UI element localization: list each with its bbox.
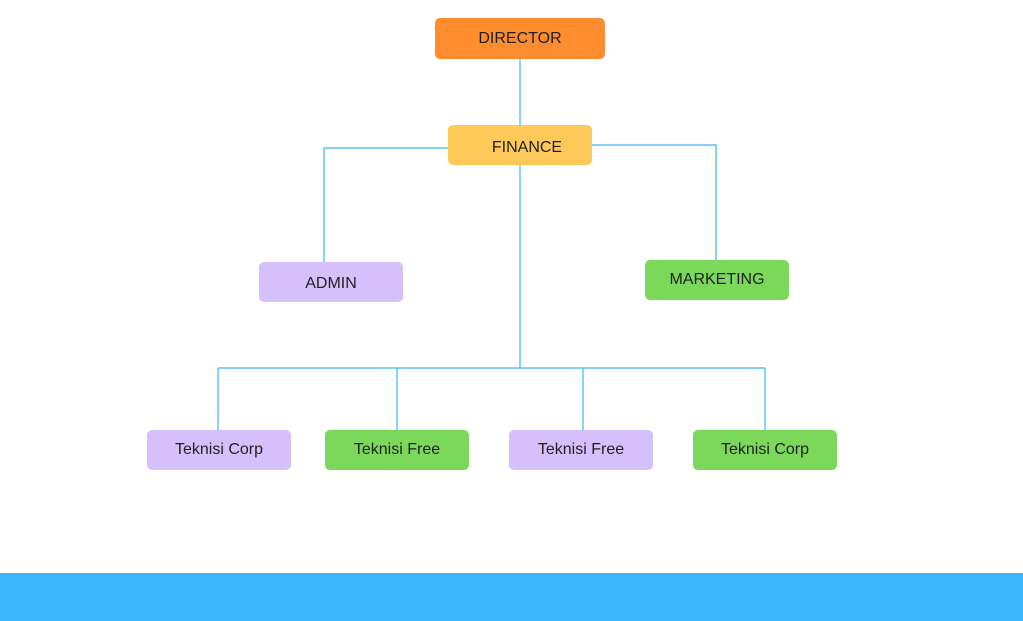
connector-finance-marketing	[592, 144, 717, 260]
connector-finance-admin	[323, 147, 448, 262]
teknisi-free-label: Teknisi Free	[537, 441, 625, 458]
finance-label: FINANCE	[491, 139, 563, 156]
director-node: DIRECTOR	[435, 18, 605, 59]
teknisi-corp-label: Teknisi Corp	[720, 441, 810, 458]
teknisi-free-node: Teknisi Free	[509, 430, 653, 470]
footer-bar	[0, 573, 1023, 621]
admin-label: ADMIN	[305, 275, 357, 292]
marketing-label: MARKETING	[669, 271, 765, 288]
admin-node: ADMIN	[259, 262, 403, 302]
marketing-node: MARKETING	[645, 260, 789, 300]
teknisi-corp-node: Teknisi Corp	[147, 430, 291, 470]
teknisi-free-label: Teknisi Free	[353, 441, 441, 458]
teknisi-corp-label: Teknisi Corp	[174, 441, 264, 458]
finance-node: FINANCE	[448, 125, 592, 165]
teknisi-free-node: Teknisi Free	[325, 430, 469, 470]
org-chart-connectors	[217, 59, 766, 430]
teknisi-corp-node: Teknisi Corp	[693, 430, 837, 470]
director-label: DIRECTOR	[478, 29, 562, 47]
